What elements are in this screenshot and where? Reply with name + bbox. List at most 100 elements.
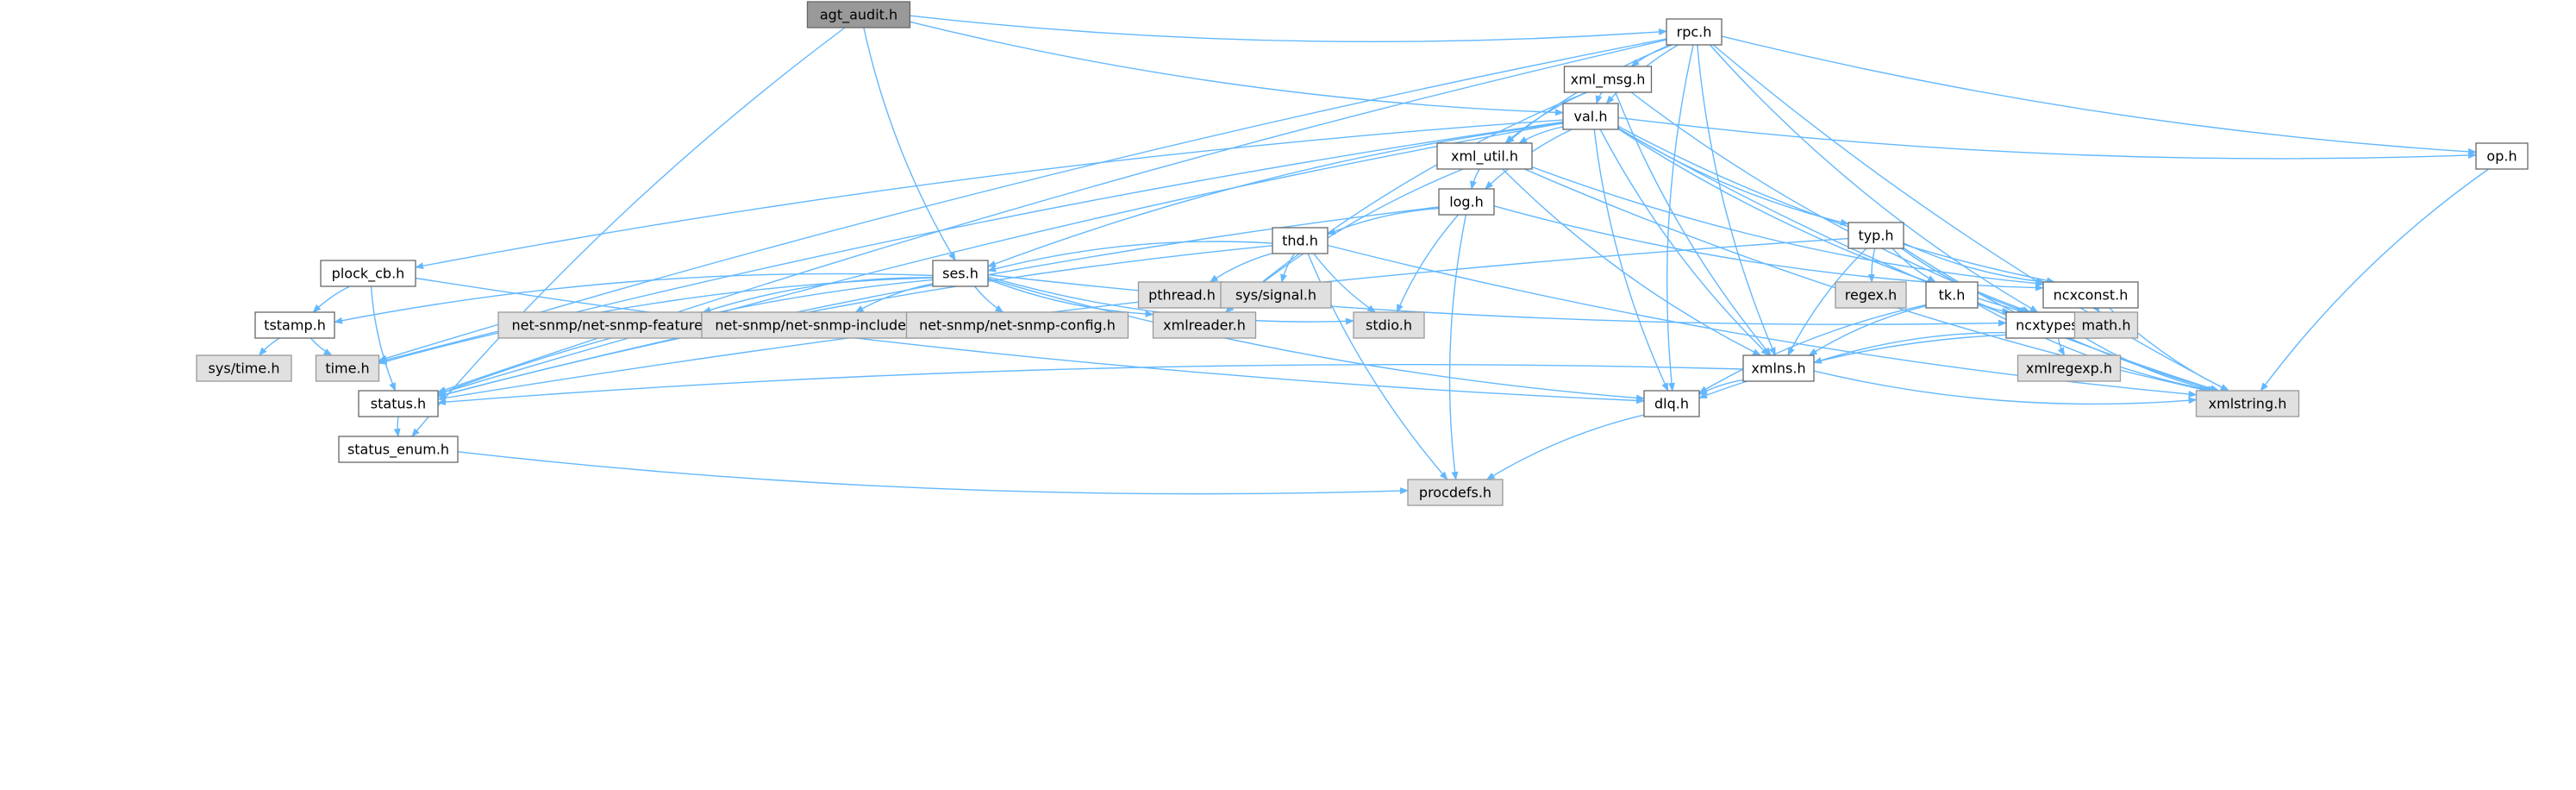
node-label: tstamp.h <box>264 317 326 334</box>
node-label: net-snmp/net-snmp-config.h <box>919 317 1116 334</box>
edge-line <box>910 21 1564 116</box>
edge-ncxtypes-to-xmlregexp <box>2057 337 2066 356</box>
node-box <box>905 311 1129 339</box>
node-status_enum[interactable]: status_enum.h <box>338 436 459 463</box>
node-procdefs: procdefs.h <box>1407 479 1504 506</box>
node-label: plock_cb.h <box>332 266 405 283</box>
node-label: xmlstring.h <box>2209 396 2287 412</box>
edge-val-to-ncxconst <box>1617 125 2055 285</box>
node-math: math.h <box>2073 311 2139 339</box>
edge-tstamp-to-time <box>309 337 333 356</box>
edge-line <box>1448 214 1467 480</box>
node-rpc[interactable]: rpc.h <box>1666 18 1723 46</box>
edge-line <box>987 278 1645 402</box>
node-ses[interactable]: ses.h <box>932 260 989 287</box>
node-log[interactable]: log.h <box>1438 188 1495 216</box>
node-label: net-snmp/net-snmp-features.h <box>512 317 723 334</box>
edge-plock_cb-to-status <box>370 285 397 392</box>
node-dlq[interactable]: dlq.h <box>1643 390 1700 417</box>
edge-thd-to-ses <box>987 241 1273 273</box>
node-time: time.h <box>315 354 380 382</box>
node-box <box>2073 311 2139 339</box>
edge-xmlns-to-status <box>437 363 1744 406</box>
edge-line <box>1630 91 2031 313</box>
edge-tk-to-dlq <box>1698 304 1927 394</box>
edge-line <box>2057 337 2066 356</box>
node-syssignal: sys/signal.h <box>1220 281 1332 309</box>
node-thd[interactable]: thd.h <box>1272 227 1329 254</box>
node-label: status.h <box>371 396 426 412</box>
edge-thd-to-status <box>437 245 1273 398</box>
node-box <box>932 260 989 287</box>
edge-line <box>1721 35 2477 155</box>
edge-line <box>1493 205 2044 292</box>
edge-xml_util-to-log <box>1470 168 1480 190</box>
node-label: ncxconst.h <box>2054 287 2129 304</box>
node-agt_audit[interactable]: agt_audit.h <box>806 1 911 28</box>
node-box <box>1220 281 1332 309</box>
edge-ses-to-nsf <box>702 277 934 314</box>
node-box <box>1272 227 1329 254</box>
edge-line <box>457 451 1409 495</box>
node-xml_util[interactable]: xml_util.h <box>1436 142 1533 170</box>
node-ncxconst[interactable]: ncxconst.h <box>2042 281 2139 309</box>
edge-line <box>702 277 934 314</box>
edge-val-to-dlq <box>1593 129 1669 392</box>
node-xmlns[interactable]: xmlns.h <box>1742 354 1815 382</box>
edge-log-to-stdio <box>1396 214 1460 313</box>
edge-line <box>1470 168 1480 190</box>
node-label: xmlregexp.h <box>2026 361 2112 377</box>
node-typ[interactable]: typ.h <box>1848 222 1904 249</box>
edge-line <box>1698 379 1744 396</box>
node-val[interactable]: val.h <box>1562 103 1619 130</box>
edge-thd-to-stdio <box>1313 253 1377 313</box>
node-systime: sys/time.h <box>196 354 292 382</box>
node-label: status_enum.h <box>347 442 449 459</box>
edge-line <box>1808 305 1927 356</box>
node-xmlregexp: xmlregexp.h <box>2016 354 2122 382</box>
node-xml_msg[interactable]: xml_msg.h <box>1563 66 1653 93</box>
edge-line <box>854 283 934 313</box>
edge-line <box>1327 207 1440 235</box>
node-op[interactable]: op.h <box>2475 142 2529 170</box>
edge-ses-to-xmlreader <box>987 279 1154 317</box>
node-box <box>1643 390 1700 417</box>
edge-xml_util-to-xmlns <box>1502 168 1762 356</box>
edge-ses-to-nsc <box>973 285 1004 313</box>
node-box <box>806 1 911 28</box>
node-box <box>497 311 737 339</box>
node-plock_cb[interactable]: plock_cb.h <box>320 260 416 287</box>
edge-line <box>2085 337 2216 392</box>
node-box <box>701 311 941 339</box>
node-box <box>338 436 459 463</box>
edge-val-to-op <box>1617 116 2477 160</box>
edge-line <box>1867 248 1876 283</box>
edge-op-to-xmlstring <box>2260 168 2490 392</box>
edge-log-to-ncxconst <box>1493 205 2044 292</box>
edge-line <box>378 277 934 365</box>
node-tk[interactable]: tk.h <box>1925 281 1979 309</box>
node-label: time.h <box>325 361 369 377</box>
edge-line <box>437 245 1273 398</box>
node-label: sys/time.h <box>209 361 280 377</box>
edges-layer <box>259 15 2490 495</box>
node-label: math.h <box>2081 317 2130 334</box>
edge-ncxtypes-to-xmlstring <box>2085 337 2216 392</box>
edge-line <box>1396 214 1460 313</box>
node-nsi: net-snmp/net-snmp-includes.h <box>701 311 941 339</box>
edge-typ-to-tk <box>1891 248 1936 283</box>
node-box <box>254 311 335 339</box>
edge-log-to-procdefs <box>1448 214 1467 480</box>
node-label: xml_util.h <box>1451 148 1518 166</box>
edge-line <box>1595 91 1603 104</box>
edge-line <box>1787 248 1867 356</box>
node-tstamp[interactable]: tstamp.h <box>254 311 335 339</box>
node-label: net-snmp/net-snmp-includes.h <box>715 317 926 334</box>
node-xmlreader: xmlreader.h <box>1152 311 1257 339</box>
node-status[interactable]: status.h <box>358 390 439 417</box>
edge-thd-to-pthread <box>1209 253 1273 283</box>
edge-line <box>973 285 1004 313</box>
edge-line <box>1518 126 1564 144</box>
node-label: xmlns.h <box>1751 361 1805 377</box>
edge-plock_cb-to-dlq <box>415 277 1645 404</box>
